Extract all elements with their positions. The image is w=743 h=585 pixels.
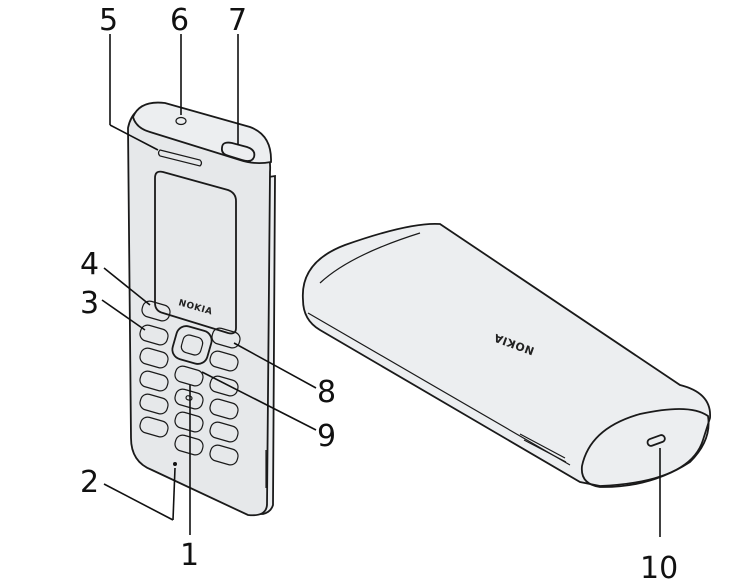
headset-jack [175,116,187,126]
earpiece-slot [157,149,203,167]
display-screen [154,170,237,335]
callout-9: 9 [317,419,336,454]
left-softkey[interactable] [140,299,171,322]
phone-front-top [132,101,272,165]
phone-front: NOKIA [127,101,276,517]
key-1[interactable] [138,346,169,369]
callout-10: 10 [640,551,678,585]
callout-3: 3 [80,286,99,321]
callout-2: 2 [80,465,99,500]
callout-8: 8 [317,375,336,410]
leader-8 [233,342,317,389]
leader-2b [172,467,176,521]
callout-1: 1 [180,538,199,573]
microphone-hole [173,462,177,466]
callout-6: 6 [170,3,189,38]
leader-2 [103,483,174,521]
callout-7: 7 [228,3,247,38]
phone-back-body [302,222,711,487]
end-key[interactable] [208,349,239,372]
callout-5: 5 [99,3,118,38]
key-4[interactable] [138,369,169,392]
leader-9 [201,371,317,431]
back-side-slot [519,433,567,463]
callout-numbers: 5 6 7 4 3 8 9 2 1 10 [80,3,678,585]
key-2[interactable] [173,364,204,387]
right-softkey[interactable] [210,326,241,349]
leader-lines [101,34,661,537]
call-key[interactable] [138,323,169,346]
callout-4: 4 [80,247,99,282]
key-star[interactable] [138,415,169,438]
leader-4 [103,267,151,306]
navigation-center[interactable] [180,334,204,357]
flashlight [220,141,256,162]
key-7[interactable] [138,392,169,415]
leader-3 [101,299,146,331]
leader-5b [109,124,159,151]
phone-back: NOKIA [302,222,711,488]
key-hash[interactable] [208,443,239,466]
phone-back-ridge [307,232,571,466]
phone-back-end-face [580,408,710,488]
key-0[interactable] [173,433,204,456]
key-6[interactable] [208,397,239,420]
navigation-key[interactable] [170,324,214,367]
key-5[interactable] [173,387,204,410]
key-9[interactable] [208,420,239,443]
key-8[interactable] [173,410,204,433]
usb-port [646,434,666,447]
